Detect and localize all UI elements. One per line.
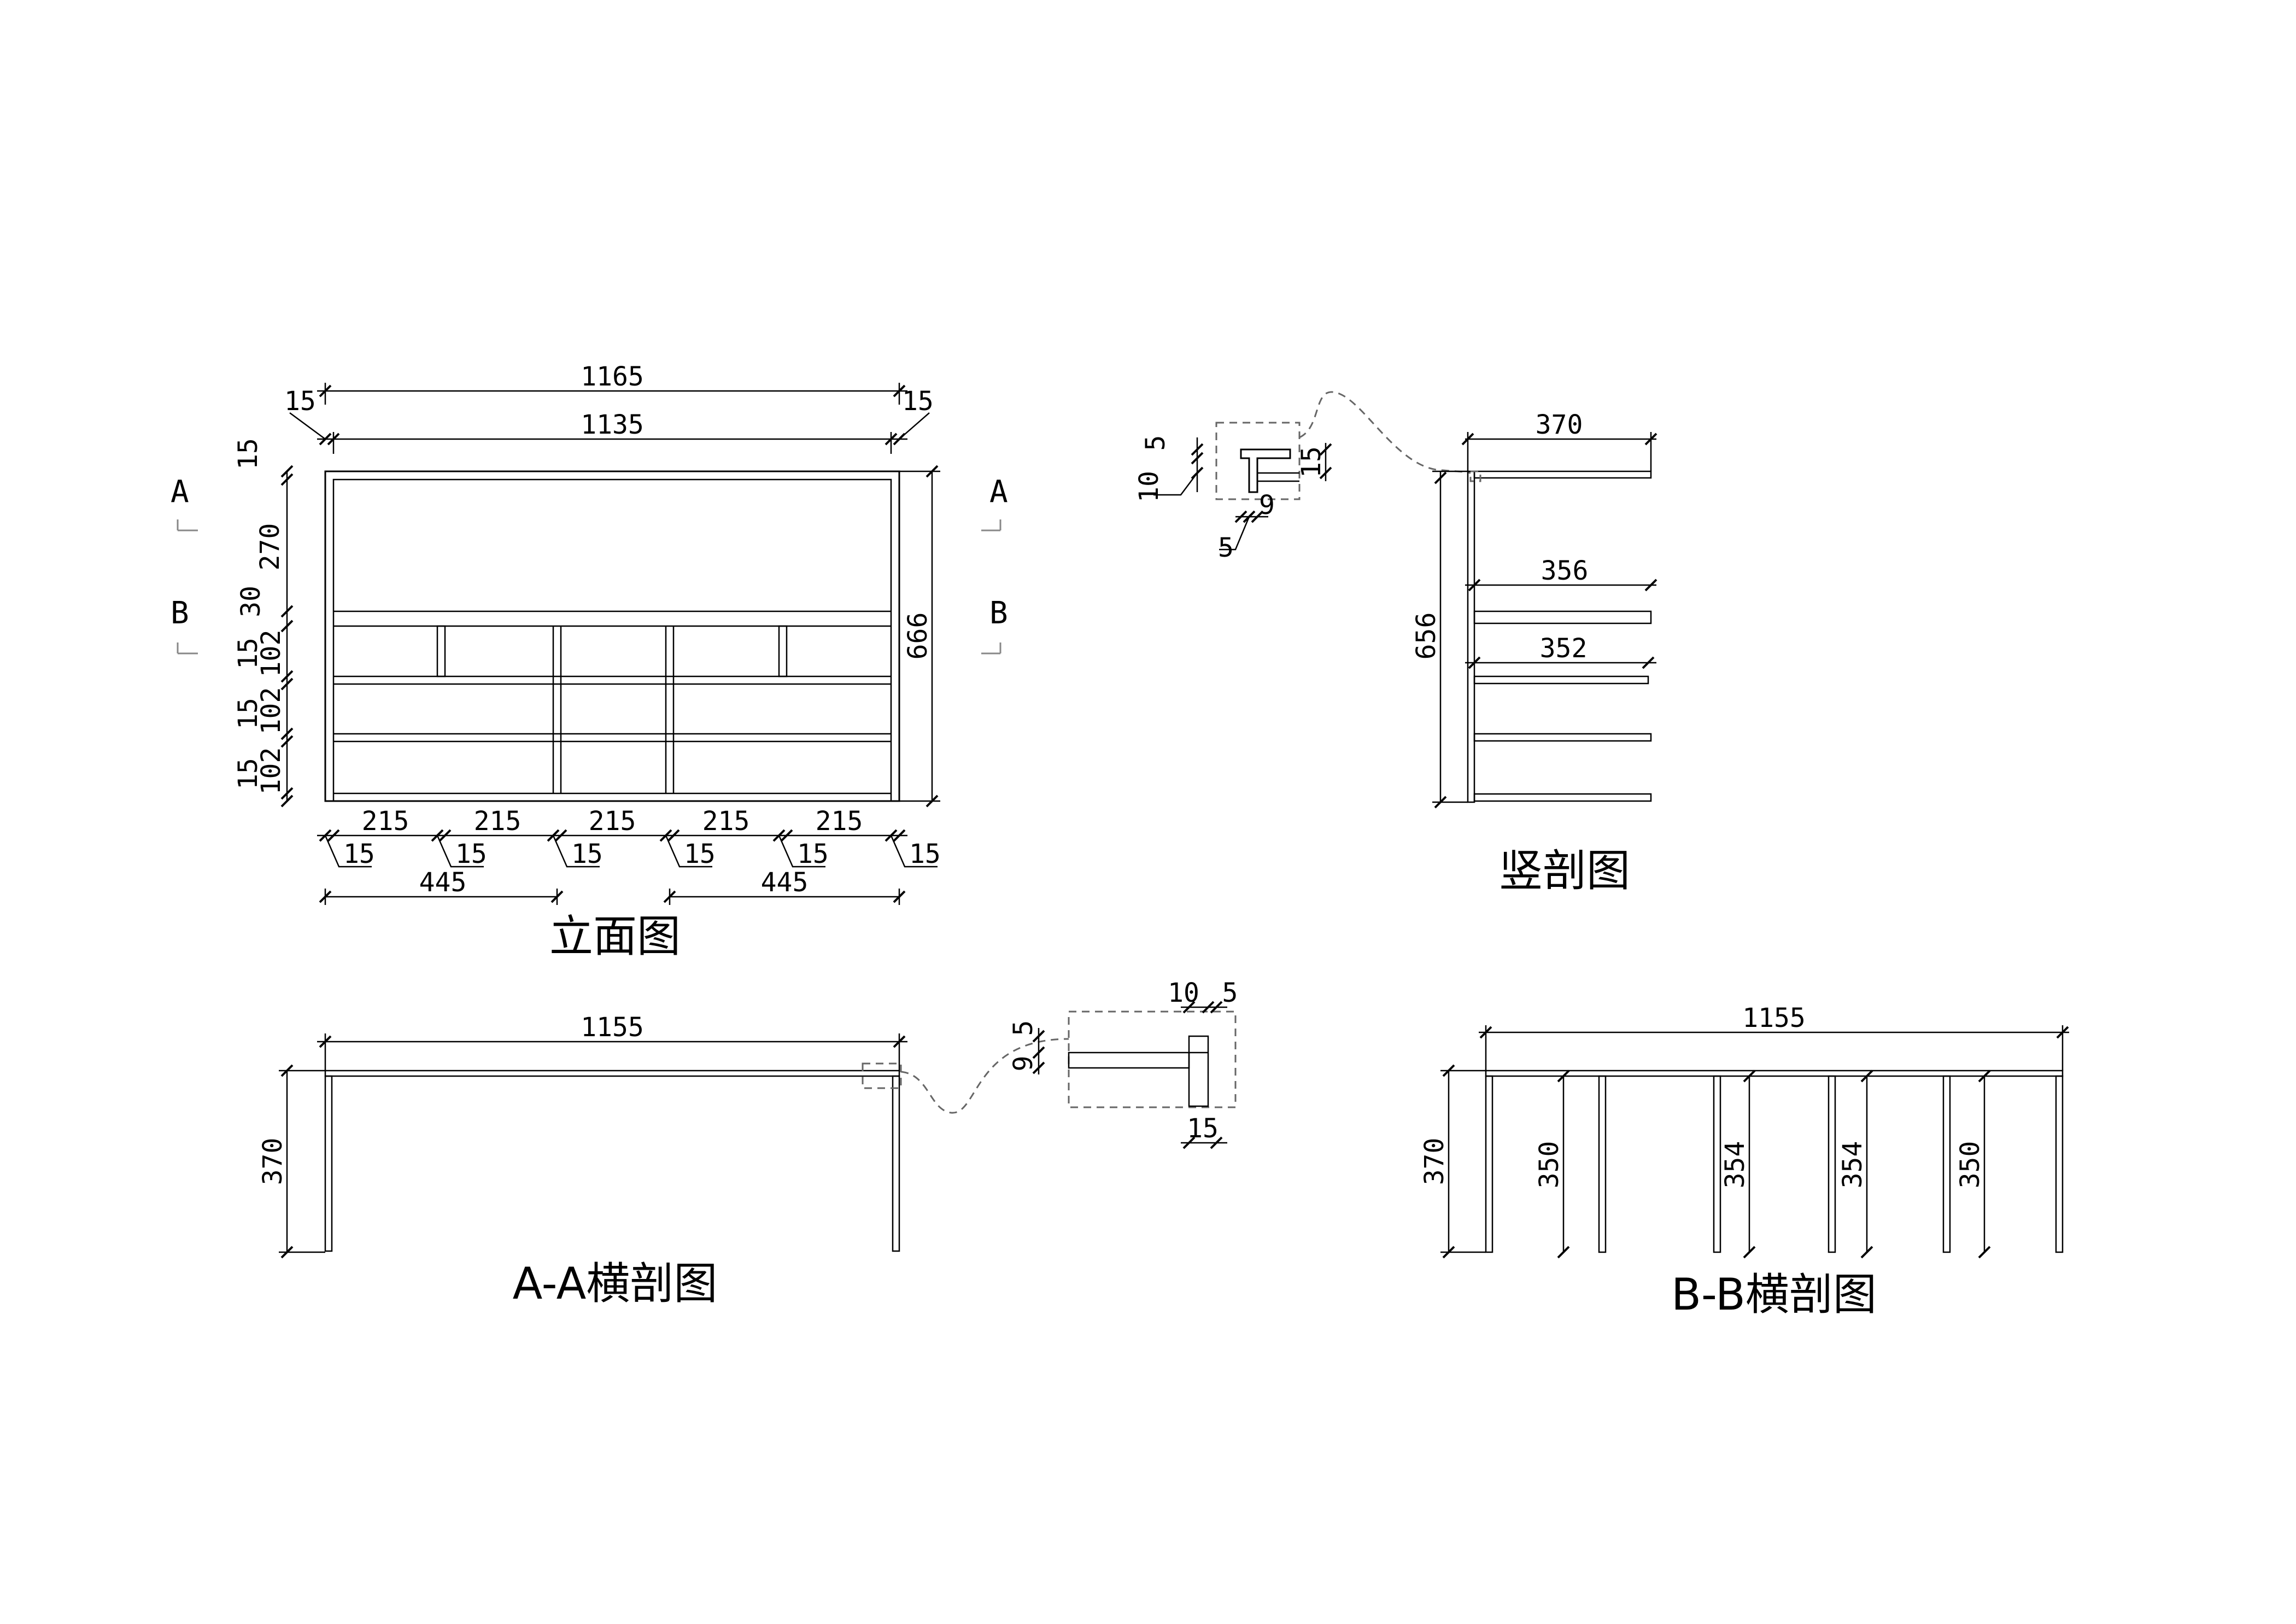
aa-detail-10: 10: [1168, 978, 1199, 1008]
bb-leg-3: 350: [1955, 1141, 1985, 1189]
dim-overall-height: 666: [903, 612, 933, 660]
section-mark-a-right: A: [989, 474, 1008, 510]
dim-bay-2: 215: [589, 806, 636, 837]
vertical-section-view: 5 10 15 9 5 370 356 352: [1134, 391, 1657, 896]
dim-left-post: 15: [284, 386, 316, 417]
dim-bay-3: 215: [702, 806, 750, 837]
dim-post-4: 15: [797, 839, 829, 869]
dim-stack-3: 15: [233, 638, 263, 669]
vs-shelf-depth-1: 356: [1541, 556, 1589, 586]
dim-stack-1: 270: [255, 523, 285, 571]
elevation-view: 1165 1135 15 15 15 270 30 15 102 15 102 …: [171, 361, 1008, 962]
aa-detail-5-side: 5: [1008, 1020, 1039, 1036]
title-section-aa: A-A横剖图: [513, 1258, 718, 1309]
dim-post-1: 15: [455, 839, 487, 869]
vs-height: 656: [1411, 612, 1442, 660]
dim-bay-4: 215: [816, 806, 863, 837]
bb-height: 370: [1419, 1138, 1450, 1185]
vs-detail-9: 9: [1259, 490, 1275, 521]
bb-length: 1155: [1742, 1003, 1806, 1033]
dim-stack-7: 15: [233, 758, 263, 790]
dim-right-post: 15: [902, 386, 934, 417]
title-elevation: 立面图: [549, 911, 681, 962]
dim-stack-4: 102: [256, 630, 286, 677]
section-mark-a-left: A: [171, 474, 189, 510]
bb-leg-1: 354: [1720, 1141, 1750, 1189]
section-aa-view: 10 5 5 9 15 1155 370 A-A横剖图: [257, 978, 1238, 1309]
vs-detail-10: 10: [1134, 471, 1164, 503]
dim-stack-6: 102: [256, 687, 286, 735]
dim-stack-8: 102: [256, 747, 286, 795]
aa-detail-5-top: 5: [1222, 978, 1238, 1008]
dim-inner-width: 1135: [581, 410, 644, 440]
vs-top-depth: 370: [1536, 410, 1583, 440]
dim-post-3: 15: [684, 839, 716, 869]
section-mark-b-left: B: [171, 595, 189, 631]
dim-span-0: 445: [419, 867, 467, 898]
aa-detail-15: 15: [1187, 1113, 1219, 1144]
section-bb-view: 1155 370 350 354 354 350 B-B横剖图: [1419, 1003, 2069, 1320]
dim-stack-2: 30: [236, 586, 266, 617]
vs-detail-15: 15: [1296, 446, 1327, 478]
dim-stack-0: 15: [233, 438, 263, 470]
aa-length: 1155: [581, 1012, 644, 1043]
dim-span-1: 445: [761, 867, 809, 898]
aa-detail-9: 9: [1008, 1056, 1039, 1072]
dim-post-0: 15: [343, 839, 375, 869]
vs-detail-5-bottom: 5: [1218, 533, 1234, 563]
dim-bay-0: 215: [362, 806, 409, 837]
aa-height: 370: [257, 1138, 288, 1185]
dim-post-5: 15: [909, 839, 941, 869]
dim-overall-width: 1165: [581, 361, 644, 392]
dim-post-2: 15: [571, 839, 603, 869]
title-section-bb: B-B横剖图: [1671, 1269, 1877, 1320]
bb-leg-2: 354: [1837, 1141, 1868, 1189]
vs-detail-5-top: 5: [1140, 435, 1171, 451]
dim-stack-5: 15: [233, 698, 263, 729]
bb-leg-0: 350: [1534, 1141, 1565, 1189]
section-mark-b-right: B: [989, 595, 1008, 631]
title-vertical-section: 竖剖图: [1499, 845, 1630, 896]
vs-shelf-depth-2: 352: [1540, 633, 1588, 664]
dim-bay-1: 215: [474, 806, 522, 837]
